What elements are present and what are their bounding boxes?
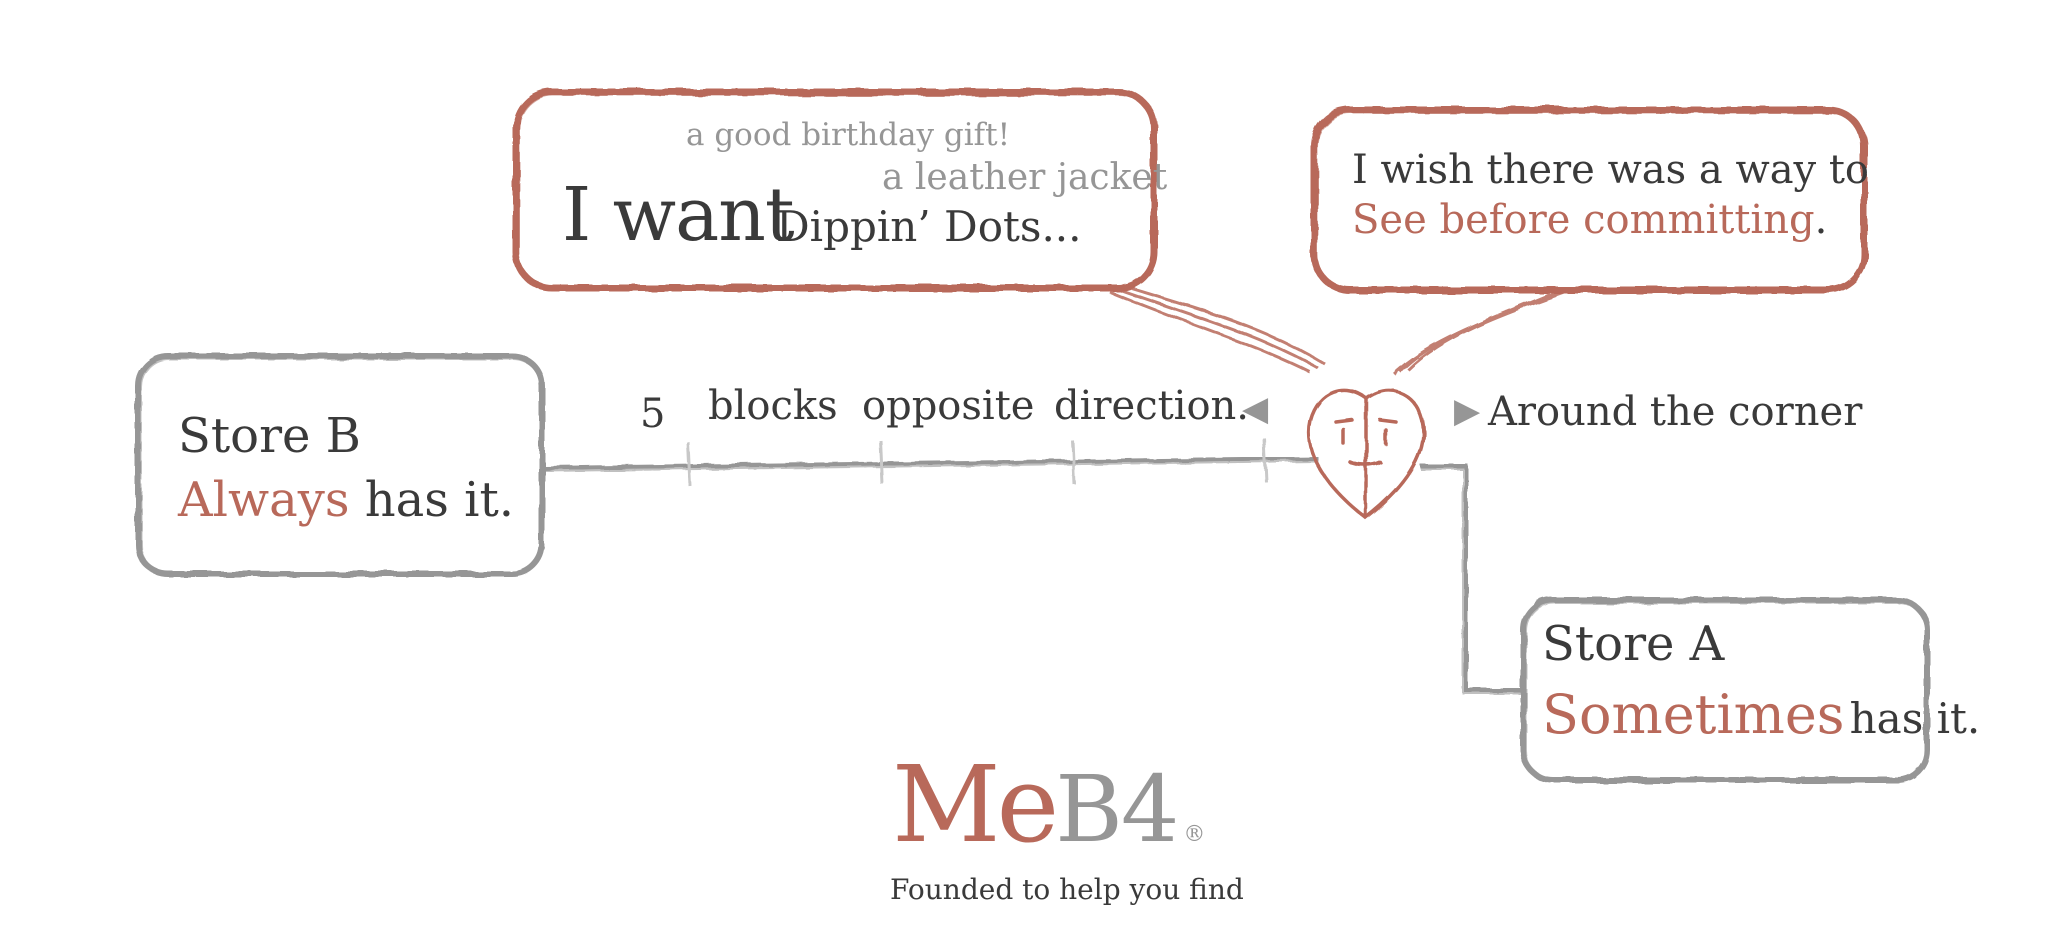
store-a-line-2: Sometimes has it. [1542,688,1980,742]
wish-line-1: I wish there was a way to [1352,147,1870,193]
logo-tagline: Founded to help you find [890,873,1244,906]
want-main-text: I want [562,172,795,258]
wish-end-punct: . [1814,197,1828,243]
block-tick [1262,437,1268,483]
want-object-text: Dippin’ Dots... [776,202,1082,251]
store-b-rest: has it. [364,472,515,528]
logo-b4: B4 [1055,756,1179,863]
logo-registered: ® [1183,822,1206,847]
wish-line-2: See before committing. [1352,200,1827,240]
want-bubble-outline [512,88,1158,292]
store-b-highlight: Always [178,472,350,528]
store-b-name: Store B [178,408,361,464]
want-bubble-tail [1109,286,1326,374]
store-a-box [1520,597,1930,783]
meb4-logo: MeB4® [892,752,1205,858]
store-b-box [135,353,545,577]
route-word-opposite: opposite [862,383,1035,429]
route-word-direction: direction. [1054,383,1250,429]
wish-highlight: See before committing [1352,197,1815,243]
block-tick [1070,439,1076,485]
block-tick [878,439,884,485]
wish-bubble-outline [1310,106,1868,294]
thought-leather-jacket: a leather jacket [882,157,1168,198]
store-a-rest: has it. [1849,694,1981,743]
logo-me: Me [892,743,1059,866]
right-arrow-icon: ▶ [1454,391,1481,431]
store-b-line-2: Always has it. [178,476,514,524]
route-count: 5 [640,391,666,437]
block-tick [686,441,692,487]
store-a-name: Store A [1542,616,1725,672]
around-corner-label: Around the corner [1488,389,1863,435]
thought-birthday-gift: a good birthday gift! [686,117,1011,153]
wish-bubble-tail [1392,288,1571,376]
block-ticks [686,437,1268,487]
face-leaf-icon [1306,388,1426,521]
route-line [543,456,1319,472]
store-a-highlight: Sometimes [1542,683,1845,746]
left-arrow-icon: ◀ [1242,389,1269,429]
store-a-connector [1420,464,1521,694]
route-word-blocks: blocks [708,383,838,429]
